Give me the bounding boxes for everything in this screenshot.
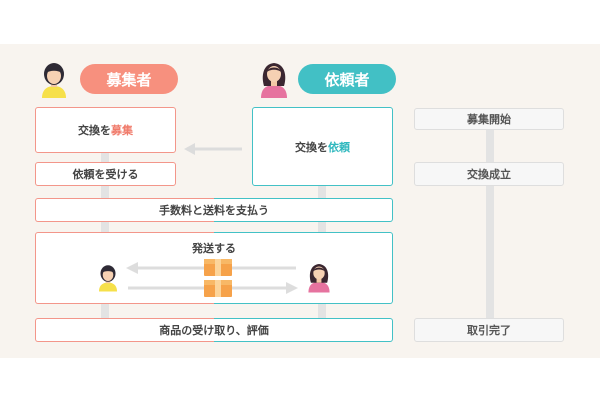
pay-fees-box: 手数料と送料を支払う [35, 198, 393, 222]
status-transaction-complete: 取引完了 [414, 318, 564, 342]
recruiter-avatar-icon [42, 63, 66, 98]
receive-review-box: 商品の受け取り、評価 [35, 318, 393, 342]
request-arrow-icon [184, 143, 242, 155]
status-recruiting-started: 募集開始 [414, 108, 564, 130]
request-exchange-prefix: 交換を [295, 140, 328, 154]
shipping-title: 発送する [192, 242, 236, 255]
recruit-exchange-prefix: 交換を [78, 124, 111, 137]
recruiter-small-avatar-icon [99, 265, 117, 292]
requester-avatar-icon [261, 63, 287, 98]
accept-request-box: 依頼を受ける [35, 162, 176, 186]
recruit-exchange-box: 交換を募集 [35, 107, 176, 153]
recruit-exchange-highlight: 募集 [111, 124, 133, 137]
request-exchange-highlight: 依頼 [328, 140, 350, 154]
requester-role-pill: 依頼者 [298, 64, 396, 94]
status-timeline [486, 118, 494, 332]
requester-small-avatar-icon [308, 264, 330, 293]
status-exchange-established: 交換成立 [414, 162, 564, 186]
package-icon [204, 280, 232, 297]
package-icon [204, 259, 232, 276]
request-exchange-box: 交換を依頼 [252, 107, 393, 186]
recruiter-role-pill: 募集者 [80, 64, 178, 94]
